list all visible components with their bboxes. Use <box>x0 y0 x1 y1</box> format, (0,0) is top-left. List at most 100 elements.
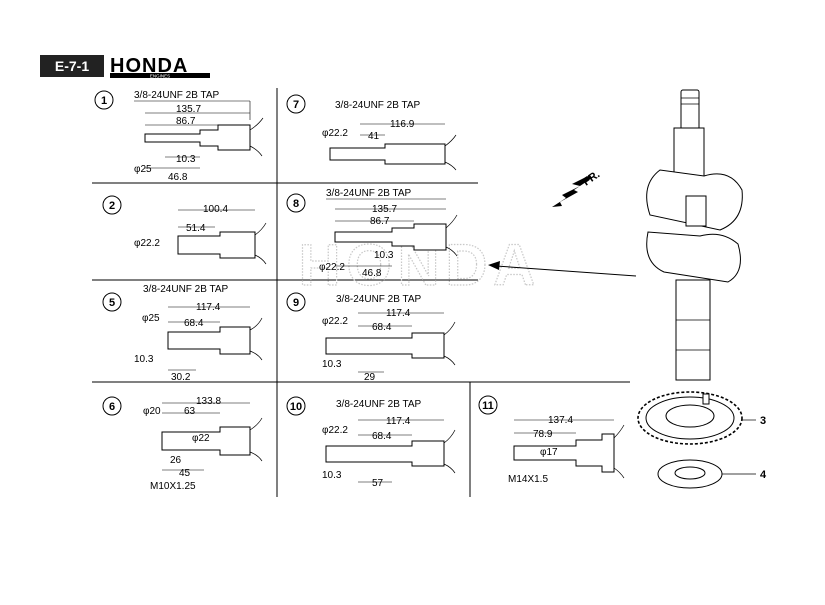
dimension-label: 26 <box>170 455 182 466</box>
dimension-label: 68.4 <box>184 318 204 329</box>
dimension-label: 29 <box>364 372 376 383</box>
dimension-label: φ22.2 <box>319 262 345 273</box>
tap-spec: 3/8-24UNF 2B TAP <box>336 399 422 410</box>
item-badge-7 <box>286 94 306 114</box>
page-header: E-7-1 HONDA ENGINES <box>40 55 210 79</box>
dimension-label: 116.9 <box>390 119 415 130</box>
gear-key <box>702 393 710 405</box>
dimension-label: 10.3 <box>322 470 342 481</box>
dimension-label: φ22 <box>192 433 210 444</box>
item-badge-10 <box>286 396 306 416</box>
shaft-variant-5: 5 3/8-24UNF 2B TAP 117.4 φ25 68.4 10.3 3… <box>102 284 263 383</box>
item-number-2: 2 <box>109 200 115 212</box>
dimension-label: 10.3 <box>134 354 154 365</box>
timing-gear: 3 <box>637 391 766 445</box>
shaft-profile <box>325 440 445 467</box>
dimension-label: 117.4 <box>386 308 411 319</box>
break-line <box>443 429 456 474</box>
dimension-label: 133.8 <box>196 396 221 407</box>
dimension-label: 46.8 <box>168 172 188 183</box>
dimension-label: 100.4 <box>203 204 228 215</box>
crank-pin <box>685 195 707 227</box>
dimension-label: M10X1.25 <box>150 481 196 492</box>
washer-inner <box>674 466 706 480</box>
shaft-profile <box>513 433 615 473</box>
crankshaft-tip <box>680 89 700 131</box>
item-number-11: 11 <box>482 400 494 412</box>
shaft-variant-6: 6 133.8 φ20 63 φ22 26 45 M10X1.25 <box>102 396 263 492</box>
callout-washer: 4 <box>760 469 767 481</box>
shaft-variant-10: 10 3/8-24UNF 2B TAP 117.4 φ22.2 68.4 10.… <box>286 396 456 489</box>
shaft-profile <box>167 326 251 355</box>
dimension-label: 86.7 <box>370 216 390 227</box>
dimension-label: 63 <box>184 406 196 417</box>
break-line <box>249 117 264 157</box>
dimension-label: 41 <box>368 131 380 142</box>
shaft-profile <box>325 332 445 359</box>
shaft-variant-9: 9 3/8-24UNF 2B TAP 117.4 φ22.2 68.4 10.3… <box>286 292 456 383</box>
item-number-7: 7 <box>293 99 299 111</box>
item-number-6: 6 <box>109 401 115 413</box>
tap-spec: 3/8-24UNF 2B TAP <box>143 284 229 295</box>
dimension-label: φ22.2 <box>134 238 160 249</box>
leader-arrow <box>488 261 637 277</box>
shaft-profile <box>161 426 251 456</box>
item-badge-5 <box>102 292 122 312</box>
shaft-variant-1: 1 3/8-24UNF 2B TAP 135.7 86.7 10.3 φ25 4… <box>94 90 264 183</box>
dimension-label: 117.4 <box>196 302 221 313</box>
honda-logo: HONDA ENGINES <box>110 55 210 79</box>
dimension-label: φ20 <box>143 406 161 417</box>
item-badge-2 <box>102 195 122 215</box>
dimension-label: 117.4 <box>386 416 411 427</box>
break-line <box>443 321 456 366</box>
grid-lines <box>92 88 630 497</box>
dimension-label: φ22.2 <box>322 128 348 139</box>
brand-bar <box>110 73 210 78</box>
dimension-label: 135.7 <box>372 204 397 215</box>
dimension-label: 46.8 <box>362 268 382 279</box>
shaft-variant-2: 2 100.4 51.4 φ22.2 <box>102 195 267 265</box>
tap-spec: 3/8-24UNF 2B TAP <box>134 90 220 101</box>
callout-gear: 3 <box>760 415 766 427</box>
break-line <box>249 317 263 361</box>
dimension-label: 51.4 <box>186 223 206 234</box>
dimension-label: 137.4 <box>548 415 573 426</box>
break-line <box>444 134 457 171</box>
item-number-9: 9 <box>293 297 299 309</box>
tap-spec: 3/8-24UNF 2B TAP <box>336 294 422 305</box>
brand-name: HONDA <box>110 55 188 77</box>
item-badge-6 <box>102 396 122 416</box>
dimension-label: φ25 <box>142 313 160 324</box>
page-code: E-7-1 <box>55 58 89 74</box>
dimension-label: φ22.2 <box>322 425 348 436</box>
item-badge-9 <box>286 292 306 312</box>
break-line <box>445 214 458 257</box>
crank-counterweight <box>646 231 741 283</box>
break-line <box>613 424 625 479</box>
dimension-label: 68.4 <box>372 322 392 333</box>
gear-hub <box>665 404 715 428</box>
break-line <box>254 222 267 265</box>
page-code-box <box>40 55 104 77</box>
front-label: FR. <box>581 168 602 188</box>
dimension-label: 86.7 <box>176 116 196 127</box>
crankshaft-journal <box>675 279 711 381</box>
dimension-label: 68.4 <box>372 431 392 442</box>
item-number-10: 10 <box>290 401 302 413</box>
item-badge-8 <box>286 193 306 213</box>
dimension-label: φ17 <box>540 447 558 458</box>
dimension-label: 10.3 <box>176 154 196 165</box>
shaft-profile <box>329 143 446 165</box>
item-badge-11 <box>478 395 498 415</box>
crankshaft-illustration <box>646 89 743 381</box>
item-number-5: 5 <box>109 297 115 309</box>
dimension-label: M14X1.5 <box>508 474 548 485</box>
shaft-variant-8: 8 3/8-24UNF 2B TAP 135.7 86.7 10.3 φ22.2… <box>286 188 458 279</box>
dimension-label: φ25 <box>134 164 152 175</box>
brand-subtitle: ENGINES <box>150 74 170 79</box>
dimension-label: 45 <box>179 468 191 479</box>
dimension-label: 78.9 <box>533 429 553 440</box>
front-direction-arrow: FR. <box>552 168 602 207</box>
item-number-8: 8 <box>293 198 299 210</box>
